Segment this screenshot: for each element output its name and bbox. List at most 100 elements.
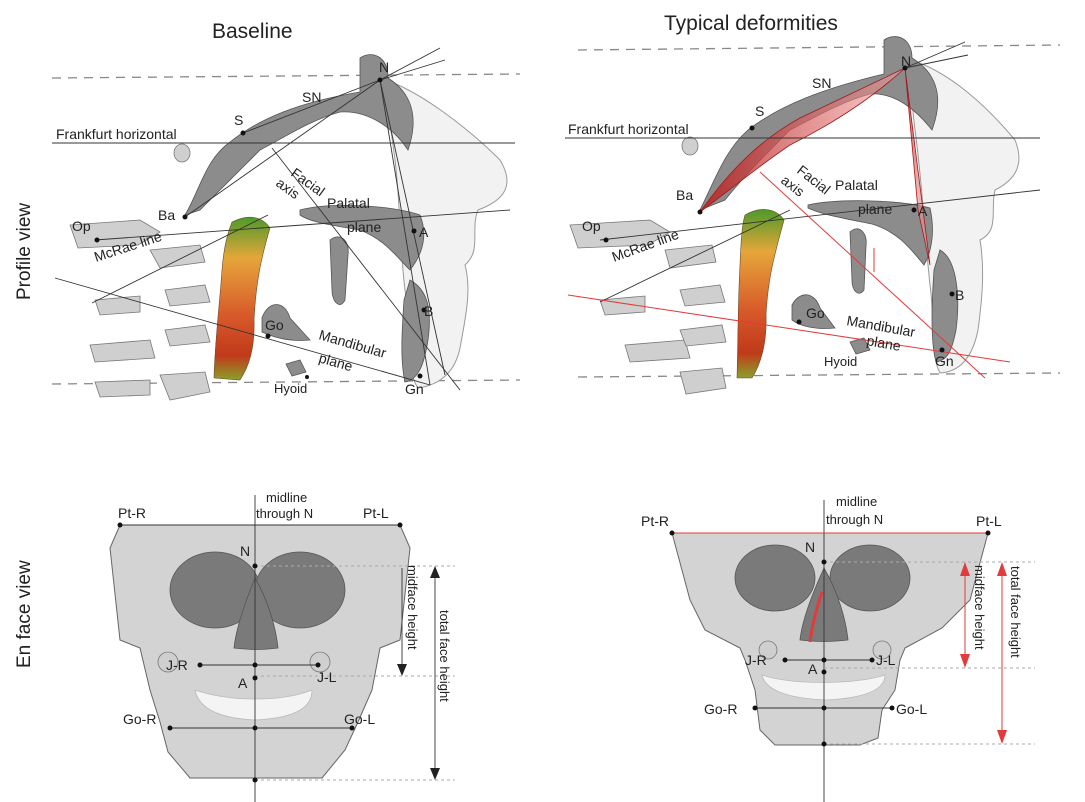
- flabel-ptl-2: Pt-L: [976, 513, 1002, 529]
- label-op-2: Op: [582, 218, 601, 234]
- point-ba-2: [698, 210, 703, 215]
- flabel-midline: midline: [266, 490, 307, 505]
- skull-outline: [110, 525, 410, 778]
- hyoid-bone: [286, 360, 306, 376]
- flabel-total: total face height: [437, 610, 452, 702]
- flabel-through-2: through N: [826, 512, 883, 527]
- point-op-2: [604, 238, 609, 243]
- flabel-n-2: N: [805, 539, 815, 555]
- label-go: Go: [265, 317, 284, 333]
- flabel-jl: J-L: [317, 669, 337, 685]
- label-palatal: Palatal: [327, 195, 370, 211]
- left-orbit-2: [735, 545, 815, 611]
- fpoint-ptl: [398, 523, 403, 528]
- label-a: A: [419, 224, 429, 240]
- fpoint-gn-2: [822, 742, 827, 747]
- fpoint-gn: [253, 778, 258, 783]
- fpoint-a: [253, 663, 258, 668]
- en-face-view-label: En face view: [14, 560, 35, 668]
- flabel-midline-2: midline: [836, 494, 877, 509]
- point-b-2: [950, 292, 955, 297]
- fpoint-jr: [198, 663, 203, 668]
- point-s-2: [750, 126, 755, 131]
- midface-arrowhead-bottom: [960, 654, 970, 668]
- deformities-title: Typical deformities: [664, 12, 838, 35]
- fpoint-jl-2: [870, 658, 875, 663]
- label-gn-2: Gn: [935, 353, 954, 369]
- fpoint-n: [253, 564, 258, 569]
- orbit-outline: [174, 144, 190, 162]
- point-s: [241, 131, 246, 136]
- fpoint-jr-2: [783, 658, 788, 663]
- fpoint-gor: [168, 726, 173, 731]
- profile-deformities: N SN S Frankfurt horizontal Facial axis …: [565, 37, 1060, 394]
- label-mandibular-plane: plane: [317, 350, 355, 375]
- flabel-a: A: [238, 675, 248, 691]
- point-gn-2: [940, 348, 945, 353]
- flabel-gol: Go-L: [344, 711, 375, 727]
- flabel-total-2: total face height: [1008, 566, 1023, 658]
- fpoint-gor-2: [753, 706, 758, 711]
- point-ba: [183, 215, 188, 220]
- label-ba-2: Ba: [676, 187, 693, 203]
- flabel-ptr: Pt-R: [118, 505, 146, 521]
- label-sn: SN: [302, 89, 321, 105]
- flabel-jl-2: J-L: [876, 652, 896, 668]
- flabel-jr: J-R: [166, 657, 188, 673]
- point-op: [95, 238, 100, 243]
- fpoint-a2-2: [822, 670, 827, 675]
- total-arrowhead-bottom: [430, 768, 440, 780]
- total-arrowhead-top: [430, 566, 440, 578]
- point-a: [412, 229, 417, 234]
- flabel-midface-2: midface height: [972, 565, 987, 650]
- point-go-2: [797, 320, 802, 325]
- fpoint-gol-2: [890, 706, 895, 711]
- fpoint-n-2: [822, 560, 827, 565]
- label-ba: Ba: [158, 207, 175, 223]
- label-frankfurt-2: Frankfurt horizontal: [568, 121, 689, 137]
- label-n-2: N: [901, 53, 911, 69]
- label-hyoid-2: Hyoid: [824, 354, 857, 369]
- label-s-2: S: [755, 103, 764, 119]
- flabel-n: N: [240, 543, 250, 559]
- label-n: N: [379, 59, 389, 75]
- flabel-gol-2: Go-L: [896, 701, 927, 717]
- flabel-gor: Go-R: [123, 711, 156, 727]
- flabel-jr-2: J-R: [745, 652, 767, 668]
- fpoint-ptl-2: [986, 531, 991, 536]
- label-palatal-2: Palatal: [835, 177, 878, 193]
- flabel-a-2: A: [808, 661, 818, 677]
- midface-arrowhead: [397, 664, 407, 676]
- fpoint-a2: [253, 676, 258, 681]
- point-a-2: [912, 208, 917, 213]
- flabel-midface: midface height: [405, 565, 420, 650]
- profile-baseline: N SN S Frankfurt horizontal Facial axis …: [52, 48, 520, 400]
- total-arrowhead-top-2: [997, 562, 1007, 576]
- top-dashed-line-2: [578, 45, 1060, 50]
- en-face-baseline: Pt-R Pt-L midline through N N midface he…: [110, 490, 455, 802]
- point-go: [266, 334, 271, 339]
- label-b: B: [424, 303, 433, 319]
- point-hyoid: [305, 375, 309, 379]
- baseline-title: Baseline: [212, 20, 293, 43]
- label-a-2: A: [918, 203, 928, 219]
- right-orbit-2: [830, 545, 910, 611]
- label-op: Op: [72, 218, 91, 234]
- en-face-deformities: Pt-R Pt-L midline through N N midface he…: [641, 494, 1035, 802]
- fpoint-jl: [316, 663, 321, 668]
- fpoint-go-mid-2: [822, 706, 827, 711]
- airway: [214, 217, 270, 380]
- label-gn: Gn: [405, 381, 424, 397]
- flabel-gor-2: Go-R: [704, 701, 737, 717]
- label-frankfurt: Frankfurt horizontal: [56, 126, 177, 142]
- fpoint-ptr-2: [670, 531, 675, 536]
- orbit-outline-2: [682, 137, 698, 155]
- flabel-through: through N: [256, 506, 313, 521]
- label-plane: plane: [347, 219, 381, 235]
- tooth-upper-2: [850, 229, 866, 293]
- total-arrowhead-bottom-2: [997, 730, 1007, 744]
- label-sn-2: SN: [812, 75, 831, 91]
- label-s: S: [234, 112, 243, 128]
- point-n: [378, 78, 383, 83]
